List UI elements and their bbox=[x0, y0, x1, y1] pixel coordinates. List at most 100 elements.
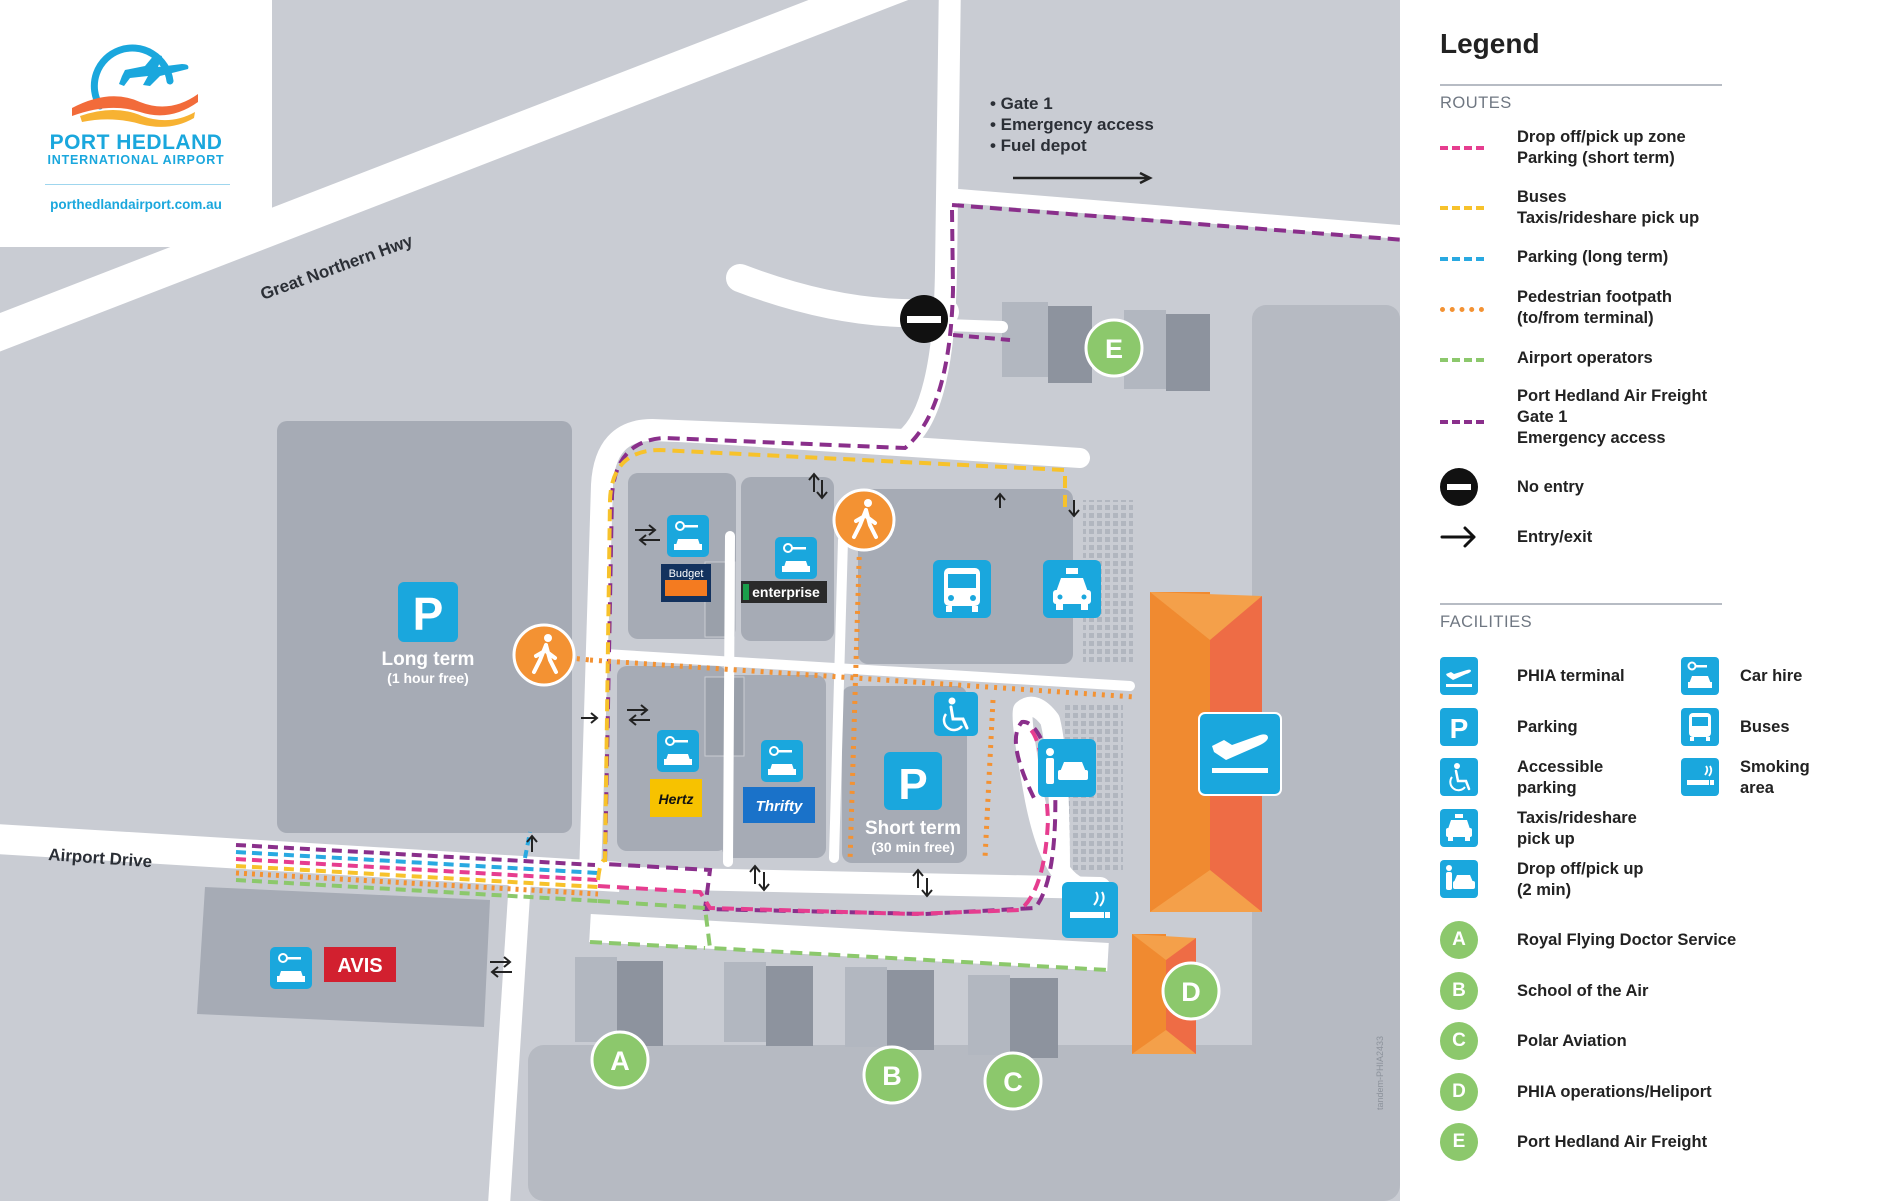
facility-label-smoking: Smoking area bbox=[1740, 758, 1810, 797]
east-apron bbox=[1252, 305, 1400, 1075]
short-term-label: Short term bbox=[865, 818, 961, 839]
operator-e-marker: E bbox=[1084, 318, 1144, 378]
parking-icon: P bbox=[1440, 708, 1478, 746]
airport-logo-card: PORT HEDLAND INTERNATIONAL AIRPORT porth… bbox=[0, 0, 272, 247]
avis-logo: AVIS bbox=[324, 947, 396, 982]
route-label-pedestrian: Pedestrian footpath (to/from terminal) bbox=[1517, 288, 1672, 327]
car-hire-icon bbox=[775, 537, 817, 579]
building-e-left bbox=[1002, 302, 1092, 383]
thrifty-logo: Thrifty bbox=[743, 787, 815, 823]
drop-off-icon bbox=[1440, 860, 1478, 898]
svg-text:P: P bbox=[1450, 713, 1469, 744]
operator-label-c: Polar Aviation bbox=[1517, 1032, 1627, 1050]
facility-label-parking: Parking bbox=[1517, 718, 1578, 736]
operator-label-e: Port Hedland Air Freight bbox=[1517, 1133, 1708, 1151]
bus-icon bbox=[933, 560, 991, 618]
south-apron bbox=[528, 1045, 1400, 1201]
pedestrian-icon bbox=[832, 488, 896, 552]
route-label-buses: Buses Taxis/rideshare pick up bbox=[1517, 188, 1700, 227]
svg-text:P: P bbox=[413, 588, 444, 640]
accessible-parking-icon bbox=[1440, 758, 1478, 796]
short-term-sub: (30 min free) bbox=[871, 839, 954, 855]
building-c bbox=[968, 975, 1058, 1058]
building-a bbox=[575, 957, 663, 1046]
no-entry-label: No entry bbox=[1517, 478, 1584, 496]
accessible-parking-icon bbox=[934, 692, 978, 736]
entry-exit-arrow-icon bbox=[1440, 526, 1476, 548]
taxi-icon bbox=[1043, 560, 1101, 618]
short-term-parking-sign: P bbox=[884, 752, 942, 810]
route-label-dropoff: Drop off/pick up zone Parking (short ter… bbox=[1517, 128, 1686, 167]
operator-label-d: PHIA operations/Heliport bbox=[1517, 1083, 1712, 1101]
entry-exit-label: Entry/exit bbox=[1517, 528, 1593, 546]
no-entry-sign bbox=[900, 295, 948, 343]
facility-label-buses: Buses bbox=[1740, 718, 1790, 736]
operator-b-marker: B bbox=[862, 1045, 922, 1105]
operator-a-marker: A bbox=[590, 1030, 650, 1090]
gate-info-line: • Gate 1 bbox=[990, 94, 1053, 113]
smoking-area-icon bbox=[1681, 758, 1719, 796]
svg-text:D: D bbox=[1181, 977, 1201, 1007]
long-term-label: Long term bbox=[382, 649, 475, 670]
airport-url-link[interactable]: porthedlandairport.com.au bbox=[50, 197, 222, 212]
car-hire-icon bbox=[657, 730, 699, 772]
gate-info-line: • Fuel depot bbox=[990, 136, 1087, 155]
route-swatch-dropoff bbox=[1440, 146, 1484, 150]
svg-text:enterprise: enterprise bbox=[752, 584, 820, 600]
route-swatch-long-term bbox=[1440, 257, 1484, 261]
facility-label-terminal: PHIA terminal bbox=[1517, 667, 1625, 685]
operator-label-a: Royal Flying Doctor Service bbox=[1517, 931, 1737, 949]
airport-name-line1: PORT HEDLAND bbox=[49, 131, 223, 154]
route-swatch-buses bbox=[1440, 206, 1484, 210]
entry-exit-arrows bbox=[490, 171, 1153, 978]
car-hire-icon bbox=[270, 947, 312, 989]
building-mid bbox=[724, 962, 813, 1046]
airport-logo-mark bbox=[72, 44, 198, 127]
route-label-operators: Airport operators bbox=[1517, 349, 1653, 367]
airport-map: Great Northern Hwy Airport Drive P Long … bbox=[0, 0, 1400, 1201]
legend-panel: Legend ROUTES Drop off/pick up zone Park… bbox=[1400, 0, 1900, 1201]
gate-info-line: • Emergency access bbox=[990, 115, 1154, 134]
route-lines bbox=[235, 203, 1400, 972]
svg-text:P: P bbox=[898, 760, 927, 809]
taxi-icon bbox=[1440, 809, 1478, 847]
terminal-icon bbox=[1198, 712, 1282, 796]
long-term-sub: (1 hour free) bbox=[387, 670, 469, 686]
facilities-heading: FACILITIES bbox=[1440, 613, 1533, 631]
drop-off-icon bbox=[1038, 739, 1096, 797]
no-entry-icon bbox=[1440, 468, 1478, 506]
operator-e-icon: E bbox=[1440, 1123, 1478, 1161]
logo-divider bbox=[45, 184, 230, 185]
operator-d-icon: D bbox=[1440, 1073, 1478, 1111]
legend-divider bbox=[1440, 84, 1722, 86]
facility-label-accessible: Accessible parking bbox=[1517, 758, 1604, 797]
operator-c-marker: C bbox=[983, 1051, 1043, 1111]
svg-text:A: A bbox=[610, 1046, 630, 1076]
svg-text:C: C bbox=[1003, 1067, 1023, 1097]
operator-a-icon: A bbox=[1440, 921, 1478, 959]
svg-text:E: E bbox=[1105, 334, 1123, 364]
svg-text:Thrifty: Thrifty bbox=[756, 798, 803, 815]
smoking-area-icon bbox=[1062, 882, 1118, 938]
svg-text:Budget: Budget bbox=[669, 568, 704, 580]
car-hire-icon bbox=[667, 515, 709, 557]
operator-label-b: School of the Air bbox=[1517, 982, 1649, 1000]
route-swatch-freight bbox=[1440, 420, 1484, 424]
route-label-long-term: Parking (long term) bbox=[1517, 248, 1669, 266]
operator-b-icon: B bbox=[1440, 972, 1478, 1010]
car-hire-icon bbox=[1681, 657, 1719, 695]
enterprise-logo: enterprise bbox=[741, 581, 827, 603]
operator-d-marker: D bbox=[1161, 961, 1221, 1021]
facility-label-car-hire: Car hire bbox=[1740, 667, 1803, 685]
building-b bbox=[845, 967, 934, 1050]
bus-icon bbox=[1681, 708, 1719, 746]
routes-heading: ROUTES bbox=[1440, 94, 1512, 112]
hertz-logo: Hertz bbox=[650, 779, 702, 817]
facility-label-dropoff: Drop off/pick up (2 min) bbox=[1517, 860, 1644, 899]
facility-label-taxi: Taxis/rideshare pick up bbox=[1517, 809, 1637, 848]
route-label-freight: Port Hedland Air Freight Gate 1 Emergenc… bbox=[1517, 387, 1708, 447]
operator-c-icon: C bbox=[1440, 1022, 1478, 1060]
svg-text:AVIS: AVIS bbox=[337, 955, 382, 977]
route-swatch-operators bbox=[1440, 358, 1484, 362]
pedestrian-icon bbox=[512, 623, 576, 687]
